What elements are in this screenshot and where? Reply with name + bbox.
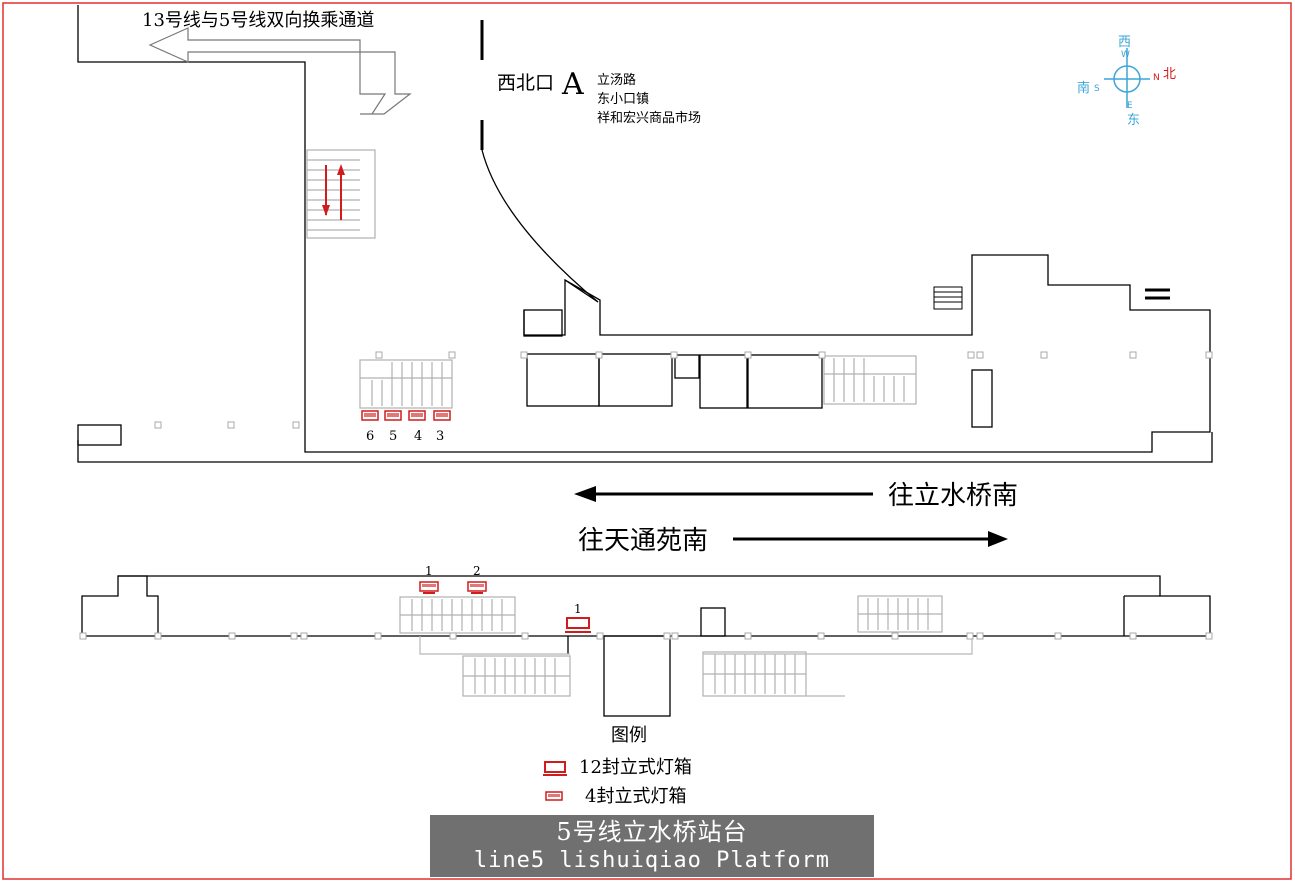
station-title-en: line5 lishuiqiao Platform: [473, 848, 831, 873]
transfer-stair: [306, 149, 376, 239]
platform-lower-room: [603, 635, 671, 717]
direction-arrowhead-left: [574, 486, 596, 502]
exit-destination: 祥和宏兴商品市场: [597, 110, 701, 126]
legend-12-label: 12封立式灯箱: [579, 757, 692, 778]
small-room: [523, 309, 563, 337]
concourse-bottom-edge: [77, 432, 1213, 463]
corner-room: [77, 424, 122, 446]
legend-12-icon: [543, 761, 567, 776]
lightbox-4-platform-1: [419, 581, 439, 594]
direction-lishuiqiao-nan: 往立水桥南: [888, 481, 1018, 511]
platform-outline: [81, 575, 1211, 636]
direction-arrowhead-right: [988, 531, 1008, 547]
lightbox-4-platform-2: [467, 581, 487, 594]
transfer-label: 13号线与5号线双向换乘通道: [142, 10, 374, 31]
upper-columns: [154, 351, 1213, 429]
lightbox-4-group-upper: [361, 410, 451, 421]
legend-4-icon: [545, 791, 563, 801]
compass-north-cn: 北: [1163, 67, 1176, 82]
compass-south-cn: 南: [1077, 80, 1090, 96]
platform-escalator-4: [857, 595, 943, 633]
platform-escalator-3: [702, 651, 807, 697]
platform-grey-rail-right: [703, 636, 973, 655]
compass-west-en: W: [1121, 50, 1130, 60]
exit-a-wall-joint: [564, 279, 599, 303]
lightbox-12-platform-1: [565, 617, 591, 633]
platform-kiosk: [700, 607, 726, 637]
legend-4-label: 4封立式灯箱: [585, 786, 686, 807]
platform-grey-rail-left: [419, 636, 570, 655]
compass-west-cn: 西: [1118, 35, 1131, 50]
room-3: [674, 354, 700, 379]
lightbox-num-5: 5: [389, 429, 397, 444]
upper-escalator-left: [359, 359, 453, 409]
exit-destination: 立汤路: [597, 72, 636, 88]
direction-tiantongyuan-nan: 往天通苑南: [578, 526, 708, 556]
compass-icon: [1104, 48, 1150, 108]
compass-east-en: E: [1127, 101, 1133, 111]
exit-destination: 东小口镇: [597, 92, 649, 107]
platform-escalator-2: [462, 655, 571, 697]
platform-escalator-1: [399, 596, 516, 634]
concourse-outline: [77, 5, 1211, 453]
lightbox-12-num-1: 1: [574, 602, 582, 616]
lightbox-num-4: 4: [414, 429, 422, 444]
exit-letter: A: [561, 67, 584, 102]
compass-south-en: S: [1094, 84, 1100, 94]
exit-a-wall: [481, 149, 599, 303]
room-1: [526, 353, 600, 407]
lightbox-num-6: 6: [366, 429, 374, 444]
lightbox-num-2: 2: [473, 564, 481, 578]
upper-escalator-right: [823, 355, 917, 405]
room-2: [598, 353, 673, 407]
station-title-box: 5号线立水桥站台 line5 lishuiqiao Platform: [430, 815, 874, 877]
room-5: [747, 354, 823, 409]
station-title-cn: 5号线立水桥站台: [556, 818, 748, 846]
exit-name: 西北口: [497, 72, 554, 94]
room-6: [971, 369, 993, 428]
transfer-arrow: [148, 27, 412, 115]
lightbox-num-3: 3: [436, 429, 444, 444]
room-4: [699, 354, 748, 409]
lightbox-num-1: 1: [425, 564, 433, 578]
right-small-stair: [933, 286, 963, 310]
platform-columns: [79, 632, 1213, 640]
compass-north-en: N: [1153, 73, 1160, 83]
platform-left-room: [118, 575, 159, 636]
down-arrowhead: [322, 205, 330, 216]
compass-east-cn: 东: [1127, 113, 1140, 128]
legend-title: 图例: [611, 725, 647, 746]
up-arrowhead: [337, 164, 345, 175]
